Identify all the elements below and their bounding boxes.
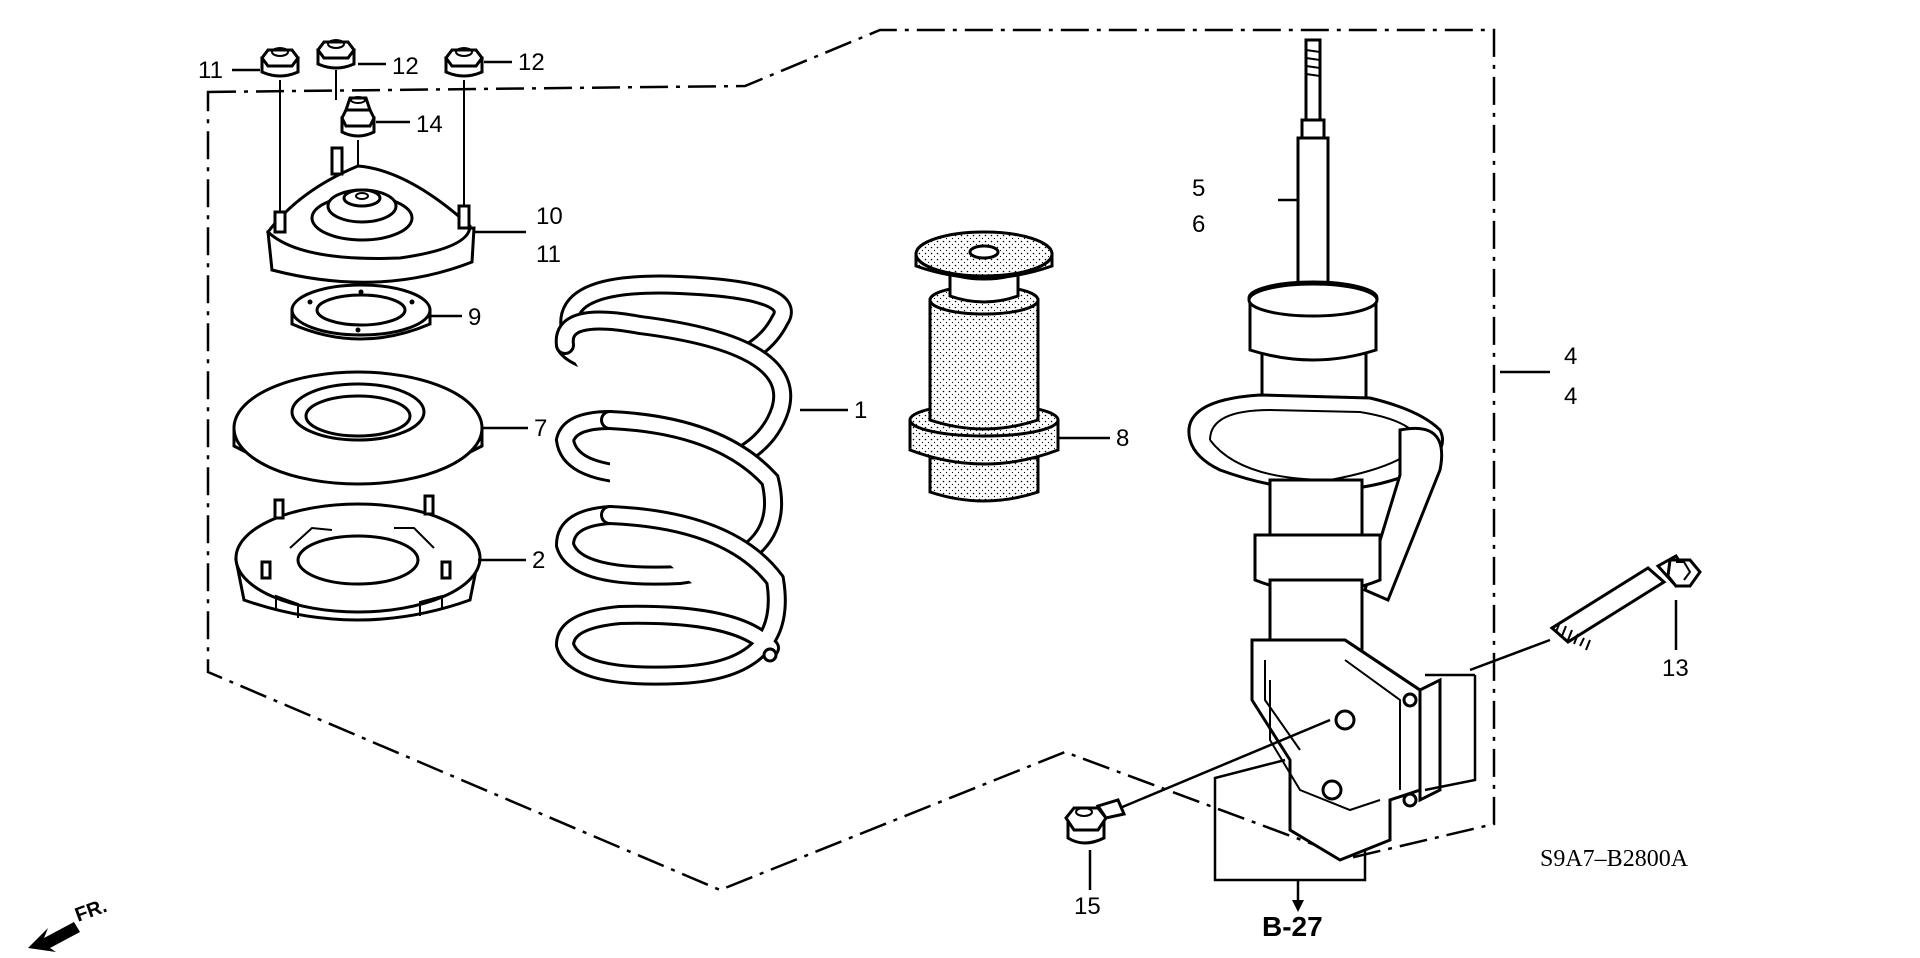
strut-assembly-3-4 bbox=[1187, 38, 1444, 862]
strut-mount-base-10-11 bbox=[265, 146, 476, 284]
upper-spring-seat-7 bbox=[232, 370, 484, 486]
callout-5: 5 bbox=[1192, 175, 1205, 202]
callout-15: 15 bbox=[1074, 893, 1101, 920]
callout-9: 9 bbox=[468, 304, 481, 331]
callout-7: 7 bbox=[534, 415, 547, 442]
self-locking-nut-14 bbox=[340, 96, 376, 138]
leader-lines bbox=[232, 60, 1678, 912]
callout-11b: 11 bbox=[536, 241, 561, 268]
coil-spring-1 bbox=[554, 274, 793, 686]
front-label: FR. bbox=[72, 895, 110, 927]
flange-nut-12-right bbox=[444, 47, 484, 78]
assembly-boundary bbox=[206, 28, 1496, 892]
callout-2: 2 bbox=[532, 547, 545, 574]
callout-12-center: 12 bbox=[392, 53, 419, 80]
front-indicator: FR. bbox=[28, 895, 110, 952]
flange-nut-12-left bbox=[260, 47, 300, 78]
front-arrow-icon bbox=[28, 922, 80, 952]
callout-4: 4 bbox=[1564, 383, 1577, 410]
section-reference: B-27 bbox=[1262, 911, 1323, 942]
flange-nut-12-center bbox=[316, 39, 356, 70]
spring-seat-rubber-2 bbox=[234, 494, 482, 622]
callout-1: 1 bbox=[854, 397, 867, 424]
flange-nut-15 bbox=[1064, 798, 1127, 845]
drawing-code: S9A7–B2800A bbox=[1540, 846, 1689, 872]
flange-bolt-13 bbox=[1549, 554, 1702, 651]
callout-11: 4 bbox=[1564, 343, 1577, 370]
callout-13: 13 bbox=[1662, 655, 1689, 682]
mount-bearing-9 bbox=[290, 283, 432, 341]
bump-stop-8 bbox=[908, 230, 1060, 503]
callout-14: 14 bbox=[416, 111, 443, 138]
callout-12-right: 12 bbox=[518, 49, 545, 76]
callout-10: 10 bbox=[536, 203, 563, 230]
callout-8: 8 bbox=[1116, 425, 1129, 452]
callout-6: 6 bbox=[1192, 211, 1205, 238]
callout-12-left: 11 bbox=[198, 57, 223, 84]
